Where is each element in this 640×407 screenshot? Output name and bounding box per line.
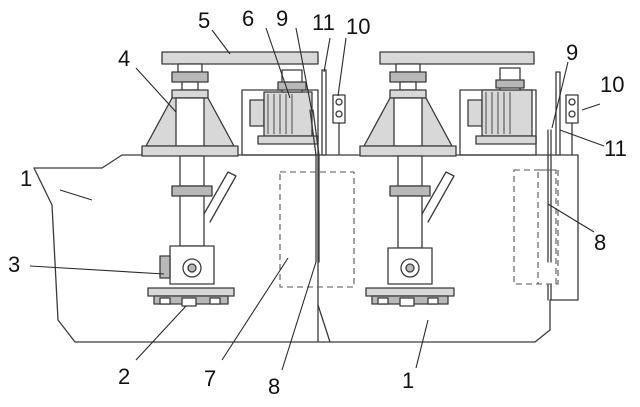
- label-10-left: 10: [346, 14, 370, 39]
- label-8-left: 8: [268, 374, 280, 399]
- leader-lines: [29, 27, 605, 371]
- label-2: 2: [118, 364, 130, 389]
- label-9-right: 9: [566, 40, 578, 65]
- label-11-left: 11: [312, 10, 335, 35]
- motor-right: [459, 67, 537, 156]
- label-1-left: 1: [20, 166, 32, 191]
- motor-left: [241, 69, 319, 156]
- drive-assembly-left: [141, 51, 319, 307]
- label-3: 3: [8, 252, 20, 277]
- dashed-zone-right: [513, 169, 557, 285]
- label-1-right: 1: [402, 368, 414, 393]
- tank-right: [317, 154, 579, 343]
- label-8-right: 8: [594, 230, 606, 255]
- level-sensor-right: [565, 94, 579, 156]
- dashed-zone-left: [279, 171, 355, 288]
- label-4: 4: [118, 46, 130, 71]
- level-sensor-left: [332, 94, 346, 156]
- label-6: 6: [242, 6, 254, 31]
- dashed-zone-right-2: [537, 169, 559, 285]
- label-10-right: 10: [600, 72, 624, 97]
- drive-assembly-right: [359, 51, 535, 307]
- label-5: 5: [198, 8, 210, 33]
- label-7: 7: [204, 366, 216, 391]
- label-9-left: 9: [276, 6, 288, 31]
- label-11-right: 11: [604, 136, 627, 161]
